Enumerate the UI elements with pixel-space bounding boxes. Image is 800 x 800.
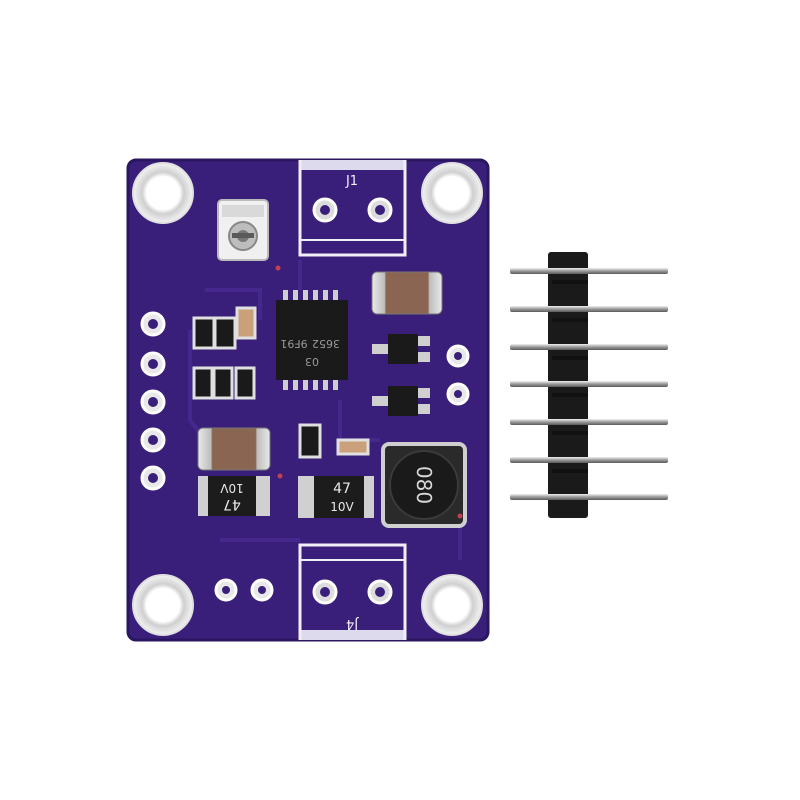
ic-marking-line2: 3652 bbox=[312, 337, 340, 350]
smd-components-left bbox=[192, 306, 370, 459]
connector-j4-footprint: J4 bbox=[298, 543, 407, 640]
tantalum-capacitor-left: 47 10V bbox=[198, 476, 270, 516]
mounting-holes bbox=[132, 162, 483, 636]
pcb-board bbox=[126, 158, 490, 642]
ceramic-capacitor-left bbox=[197, 427, 271, 471]
test-points bbox=[275, 265, 463, 519]
ic-marking-line1: 03 bbox=[305, 355, 319, 368]
ic-marking-line3: 9F91 bbox=[280, 337, 307, 350]
smd-transistors bbox=[372, 334, 430, 416]
capacitor-right-voltage: 10V bbox=[330, 500, 354, 514]
connector-j1-footprint: J1 bbox=[298, 160, 407, 257]
pin-header bbox=[510, 252, 668, 518]
mounting-hole bbox=[132, 574, 194, 636]
ic-chip: 03 3652 9F91 bbox=[276, 290, 348, 390]
capacitor-left-voltage: 10V bbox=[219, 481, 243, 495]
capacitor-right-value: 47 bbox=[333, 481, 351, 497]
connector-j4-label: J4 bbox=[346, 616, 359, 631]
ceramic-capacitor-top bbox=[371, 271, 443, 315]
mounting-hole bbox=[421, 162, 483, 224]
capacitor-left-value: 47 bbox=[223, 496, 241, 512]
right-side-pads bbox=[446, 344, 470, 406]
bottom-pads bbox=[214, 578, 274, 602]
trimmer-potentiometer bbox=[217, 199, 269, 261]
mounting-hole bbox=[132, 162, 194, 224]
tantalum-capacitor-right: 47 10V bbox=[298, 476, 374, 518]
left-edge-pads bbox=[140, 311, 166, 491]
mounting-hole bbox=[421, 574, 483, 636]
header-pins bbox=[510, 268, 668, 500]
inductor-marking: 080 bbox=[412, 466, 436, 504]
connector-j1-label: J1 bbox=[345, 174, 358, 189]
power-inductor: 080 bbox=[381, 442, 467, 528]
